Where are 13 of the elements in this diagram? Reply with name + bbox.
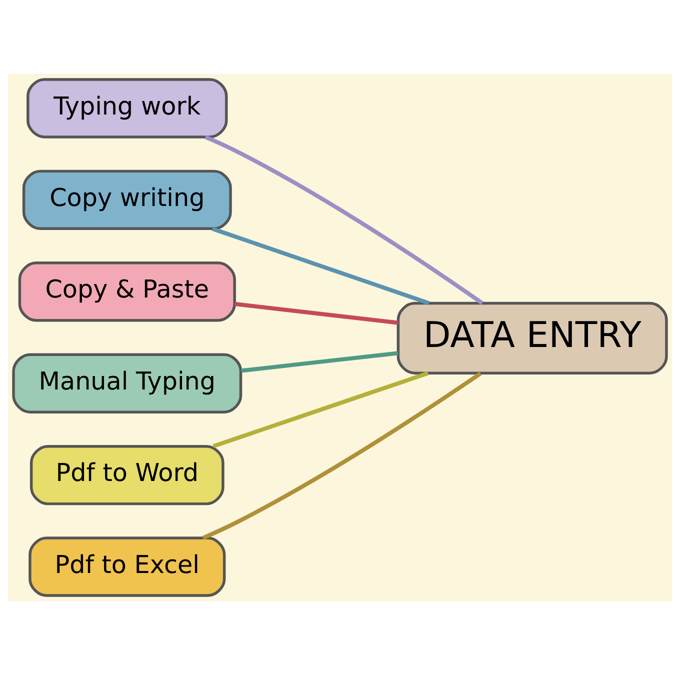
node-box: Typing work [26, 78, 228, 138]
node-box: Pdf to Excel [28, 536, 226, 596]
node-box: Copy & Paste [18, 261, 236, 322]
node-box: DATA ENTRY [396, 301, 668, 374]
connector [212, 370, 429, 448]
connector [212, 226, 430, 305]
connector [202, 371, 482, 540]
connector [240, 350, 398, 372]
node-box: Copy writing [22, 169, 232, 230]
connector [234, 301, 398, 324]
node-box: Manual Typing [12, 352, 242, 413]
connector [204, 134, 484, 304]
node-box: Pdf to Word [30, 444, 224, 505]
